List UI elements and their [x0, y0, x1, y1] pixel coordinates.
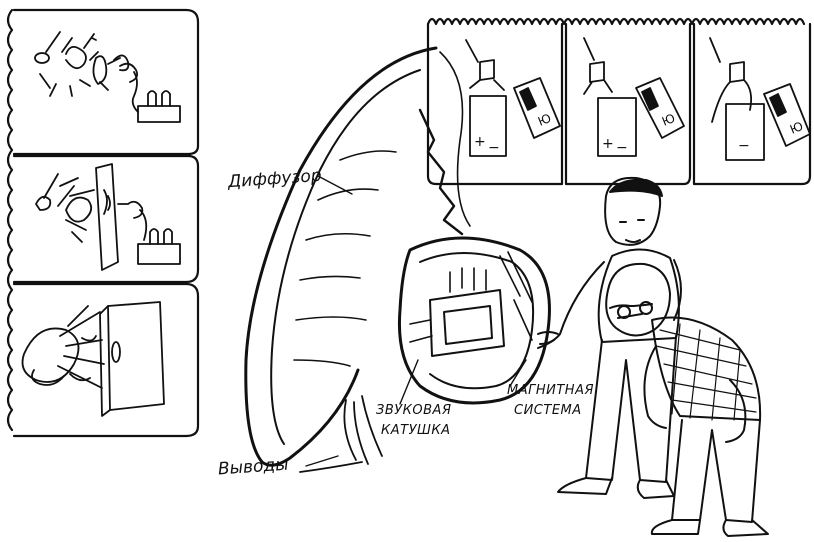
- magnet-system: [399, 238, 549, 403]
- panel-3-drawing: [23, 302, 165, 416]
- label-magnet-line2: СИСТЕМА: [514, 404, 582, 417]
- label-voice-coil-line2: КАТУШКА: [381, 424, 451, 437]
- jar-3-minus: −: [738, 138, 750, 154]
- label-magnet-line1: МАГНИТНАЯ: [507, 384, 594, 397]
- battery-1-label: Ю: [536, 111, 553, 129]
- panel-1-drawing: [35, 32, 180, 122]
- panel-1-frame: [14, 10, 198, 154]
- jar-2-plus: +: [602, 136, 614, 152]
- boy-standing: [538, 178, 681, 498]
- boy-bending-head: [606, 264, 670, 336]
- battery-panel-2: [566, 24, 690, 184]
- battery-3-label: Ю: [788, 119, 805, 137]
- battery-panels: [428, 19, 810, 184]
- battery-2-label: Ю: [660, 111, 677, 129]
- speaker-leads: [300, 396, 382, 472]
- pointer-diffuser: [318, 176, 352, 194]
- left-panel-stack: [8, 10, 198, 436]
- boy-standing-legs: [586, 336, 676, 482]
- boy-bending-legs: [672, 420, 760, 522]
- battery-panel-1: [428, 24, 562, 184]
- spiral-binding: [8, 10, 12, 430]
- panel-2-drawing: [36, 164, 180, 270]
- label-leads: Выводы: [217, 457, 289, 479]
- jar-1-minus: −: [488, 140, 500, 156]
- pointer-leads: [306, 456, 338, 466]
- top-spiral: [428, 19, 804, 24]
- voice-coil: [430, 290, 504, 356]
- battery-panel-2-drawing: [584, 38, 684, 156]
- jar-1-plus: +: [474, 134, 486, 150]
- jar-2-minus: −: [616, 140, 628, 156]
- label-voice-coil-line1: ЗВУКОВАЯ: [376, 404, 451, 417]
- battery-panel-3-drawing: [710, 38, 810, 160]
